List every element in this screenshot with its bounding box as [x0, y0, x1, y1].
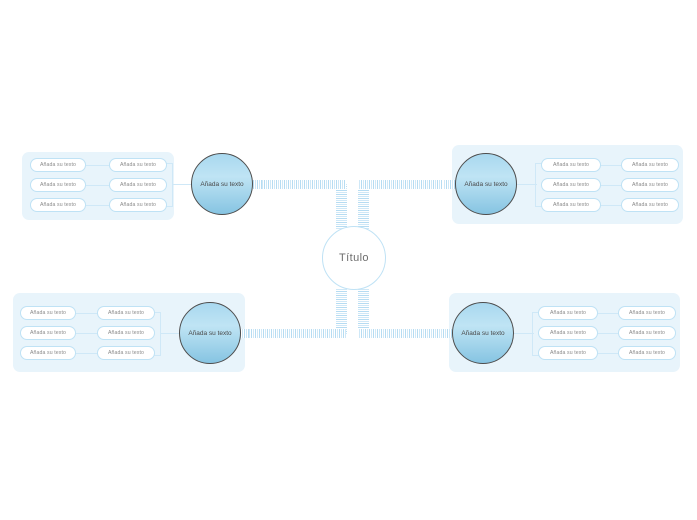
- link-bottom-left-row-1: [76, 313, 98, 314]
- pill-bottom-left-outer-1[interactable]: Añada su texto: [20, 306, 76, 320]
- pill-label: Añada su texto: [628, 330, 665, 336]
- center-node-label: Título: [339, 252, 369, 264]
- connector-stub-bottom-right: [440, 329, 452, 338]
- pill-bottom-left-outer-3[interactable]: Añada su texto: [20, 346, 76, 360]
- link-bottom-right-row-3: [598, 353, 619, 354]
- pill-top-left-outer-1[interactable]: Añada su texto: [30, 158, 86, 172]
- pill-bottom-left-inner-3[interactable]: Añada su texto: [97, 346, 155, 360]
- connector-center-bottom-right-vertical: [358, 288, 369, 335]
- pill-label: Añada su texto: [39, 182, 76, 188]
- link-bottom-left-row-3: [76, 353, 98, 354]
- pill-label: Añada su texto: [29, 310, 66, 316]
- pill-label: Añada su texto: [39, 202, 76, 208]
- link-top-left-center: [172, 184, 194, 185]
- pill-top-right-outer-3[interactable]: Añada su texto: [621, 198, 679, 212]
- pill-label: Añada su texto: [107, 310, 144, 316]
- pill-bottom-left-inner-2[interactable]: Añada su texto: [97, 326, 155, 340]
- pill-label: Añada su texto: [631, 202, 668, 208]
- connector-arm-bottom-right: [358, 329, 459, 338]
- pill-label: Añada su texto: [549, 310, 586, 316]
- link-bottom-right-row-1: [598, 313, 619, 314]
- branch-node-bottom-left-label: Añada su texto: [188, 329, 232, 337]
- connector-stub-top-left: [250, 180, 262, 189]
- link-bottom-left-center: [160, 333, 182, 334]
- connector-center-top-left-vertical: [336, 183, 347, 230]
- connector-center-top-right-vertical: [358, 183, 369, 230]
- connector-stub-top-right: [443, 180, 455, 189]
- pill-top-right-outer-2[interactable]: Añada su texto: [621, 178, 679, 192]
- connector-arm-top-right: [358, 180, 461, 189]
- pill-label: Añada su texto: [119, 162, 156, 168]
- link-top-right-row-2: [601, 185, 622, 186]
- pill-label: Añada su texto: [552, 202, 589, 208]
- branch-node-bottom-right[interactable]: Añada su texto: [452, 302, 514, 364]
- connector-arm-bottom-left: [232, 329, 346, 338]
- pill-label: Añada su texto: [107, 350, 144, 356]
- pill-top-left-inner-1[interactable]: Añada su texto: [109, 158, 167, 172]
- pill-bottom-left-outer-2[interactable]: Añada su texto: [20, 326, 76, 340]
- branch-node-bottom-right-label: Añada su texto: [461, 329, 505, 337]
- connector-arm-top-left: [245, 180, 346, 189]
- pill-label: Añada su texto: [552, 182, 589, 188]
- pill-top-right-inner-2[interactable]: Añada su texto: [541, 178, 601, 192]
- connector-center-bottom-left-vertical: [336, 288, 347, 335]
- pill-label: Añada su texto: [631, 162, 668, 168]
- pill-label: Añada su texto: [549, 350, 586, 356]
- pill-label: Añada su texto: [29, 350, 66, 356]
- pill-label: Añada su texto: [552, 162, 589, 168]
- pill-bottom-right-outer-1[interactable]: Añada su texto: [618, 306, 676, 320]
- pill-label: Añada su texto: [39, 162, 76, 168]
- link-top-left-row-1: [86, 165, 109, 166]
- link-bottom-right-row-2: [598, 333, 619, 334]
- branch-node-top-right[interactable]: Añada su texto: [455, 153, 517, 215]
- link-top-left-row-2: [86, 185, 109, 186]
- pill-top-right-inner-1[interactable]: Añada su texto: [541, 158, 601, 172]
- pill-label: Añada su texto: [628, 310, 665, 316]
- branch-node-bottom-left[interactable]: Añada su texto: [179, 302, 241, 364]
- pill-bottom-left-inner-1[interactable]: Añada su texto: [97, 306, 155, 320]
- pill-label: Añada su texto: [631, 182, 668, 188]
- link-bottom-left-row-2: [76, 333, 98, 334]
- pill-bottom-right-inner-1[interactable]: Añada su texto: [538, 306, 598, 320]
- pill-top-right-outer-1[interactable]: Añada su texto: [621, 158, 679, 172]
- pill-top-left-inner-3[interactable]: Añada su texto: [109, 198, 167, 212]
- pill-label: Añada su texto: [549, 330, 586, 336]
- link-bottom-right-center: [513, 333, 534, 334]
- link-top-left-row-3: [86, 205, 109, 206]
- pill-label: Añada su texto: [107, 330, 144, 336]
- branch-node-top-left-label: Añada su texto: [200, 180, 244, 188]
- pill-bottom-right-outer-3[interactable]: Añada su texto: [618, 346, 676, 360]
- branch-node-top-right-label: Añada su texto: [464, 180, 508, 188]
- branch-node-top-left[interactable]: Añada su texto: [191, 153, 253, 215]
- pill-label: Añada su texto: [119, 202, 156, 208]
- pill-bottom-right-inner-2[interactable]: Añada su texto: [538, 326, 598, 340]
- link-top-right-row-3: [601, 205, 622, 206]
- pill-label: Añada su texto: [119, 182, 156, 188]
- center-node[interactable]: Título: [322, 226, 386, 290]
- link-top-right-row-1: [601, 165, 622, 166]
- pill-top-left-inner-2[interactable]: Añada su texto: [109, 178, 167, 192]
- pill-bottom-right-outer-2[interactable]: Añada su texto: [618, 326, 676, 340]
- pill-label: Añada su texto: [628, 350, 665, 356]
- pill-top-right-inner-3[interactable]: Añada su texto: [541, 198, 601, 212]
- pill-top-left-outer-3[interactable]: Añada su texto: [30, 198, 86, 212]
- pill-bottom-right-inner-3[interactable]: Añada su texto: [538, 346, 598, 360]
- connector-stub-bottom-left: [237, 329, 249, 338]
- pill-top-left-outer-2[interactable]: Añada su texto: [30, 178, 86, 192]
- pill-label: Añada su texto: [29, 330, 66, 336]
- link-top-right-center: [516, 184, 537, 185]
